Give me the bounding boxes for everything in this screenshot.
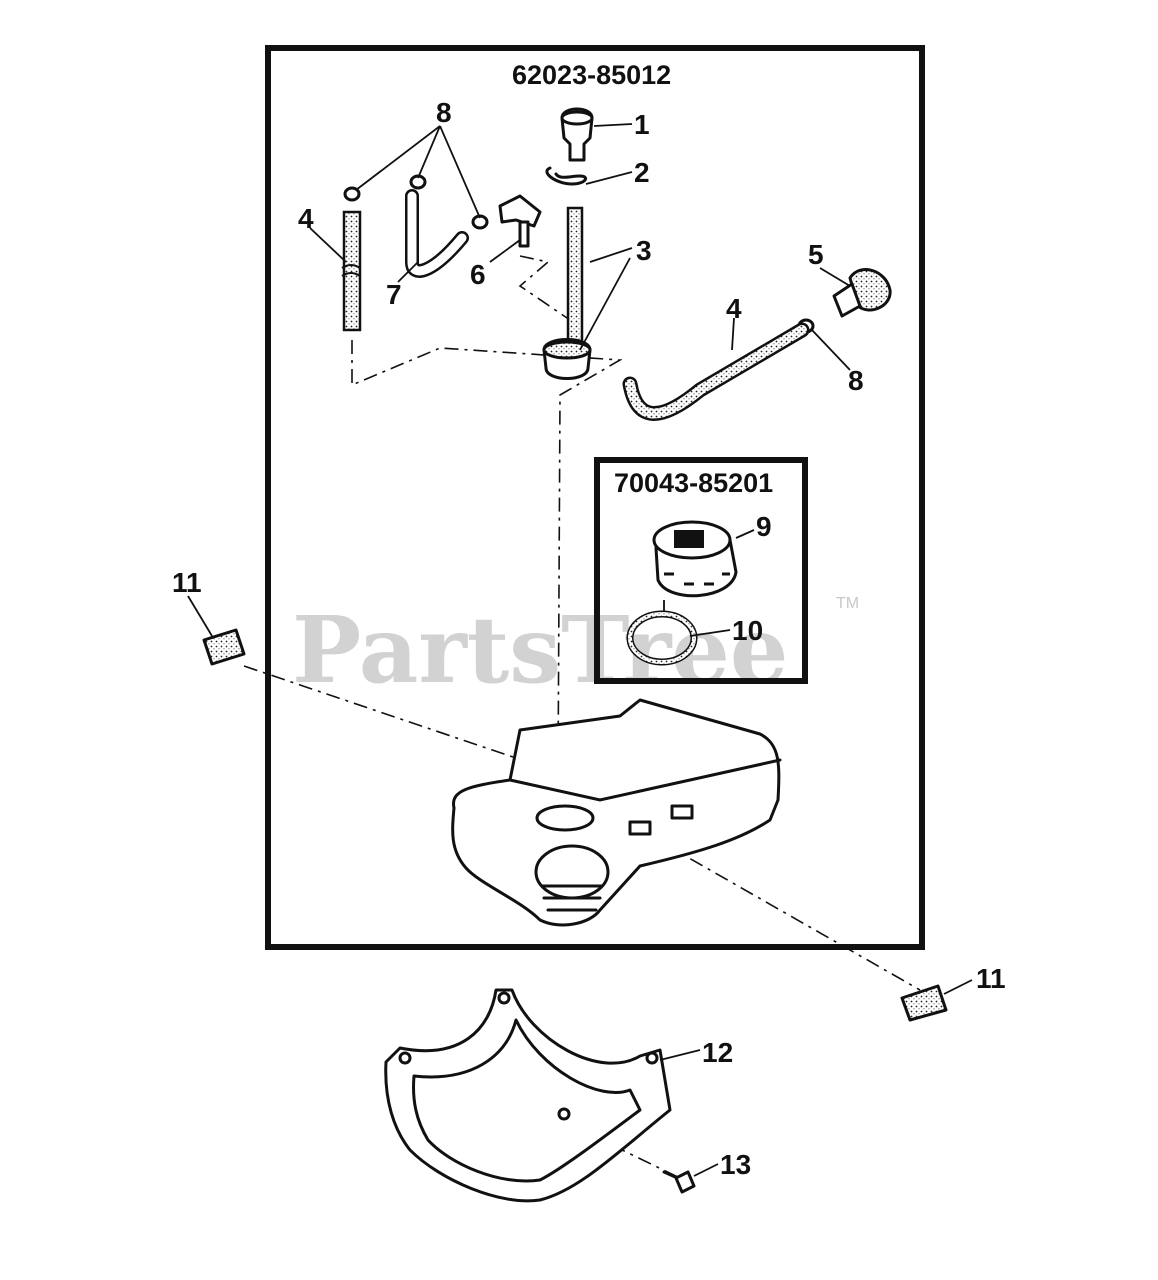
- callout-13: 13: [720, 1149, 751, 1180]
- fuel-line-icon: [542, 206, 592, 380]
- fuel-tank-icon: [451, 698, 782, 927]
- kit-frame-cap: [594, 457, 808, 684]
- elbow-fitting-icon: [498, 194, 542, 248]
- fuel-line-icon: [341, 210, 362, 332]
- callout-11-left: 11: [172, 567, 202, 598]
- callout-2: 2: [634, 157, 650, 188]
- watermark: PartsTree TM: [292, 595, 859, 704]
- bolt-icon: [662, 1170, 696, 1194]
- kit-label-cap: 70043-85201: [614, 468, 773, 498]
- callout-12: 12: [702, 1037, 733, 1068]
- assembly-lines: [243, 255, 921, 1179]
- clip-icon: [545, 166, 588, 186]
- callout-4-left: 4: [298, 203, 314, 234]
- leader-lines: [187, 123, 973, 1177]
- kit-label-main: 62023-85012: [512, 60, 671, 90]
- callout-3: 3: [636, 235, 652, 266]
- kit-frame-main: [265, 45, 925, 950]
- gasket-ring-icon: [626, 610, 698, 666]
- callout-1: 1: [634, 109, 650, 140]
- tank-bracket-icon: [384, 988, 672, 1203]
- watermark-trademark: TM: [836, 595, 859, 612]
- callout-8-right: 8: [848, 365, 864, 396]
- callout-5: 5: [808, 239, 824, 270]
- watermark-text: PartsTree: [292, 596, 788, 704]
- callout-6: 6: [470, 259, 486, 290]
- callout-4-right: 4: [726, 293, 742, 324]
- callouts: 1 2 3 4 5 6 7 8 8 4 11 9 10 11 12 13: [172, 97, 1006, 1180]
- callout-11-right: 11: [976, 963, 1006, 994]
- callout-9: 9: [756, 511, 772, 542]
- callout-7: 7: [386, 279, 402, 310]
- fuel-cap-icon: [652, 520, 738, 598]
- callout-8-top: 8: [436, 97, 452, 128]
- fuel-filter-icon: [560, 107, 594, 162]
- fuel-line-icon: [622, 322, 810, 421]
- callout-10: 10: [732, 615, 763, 646]
- rubber-mount-icon: [202, 628, 948, 1022]
- fuel-filter-icon: [832, 268, 892, 318]
